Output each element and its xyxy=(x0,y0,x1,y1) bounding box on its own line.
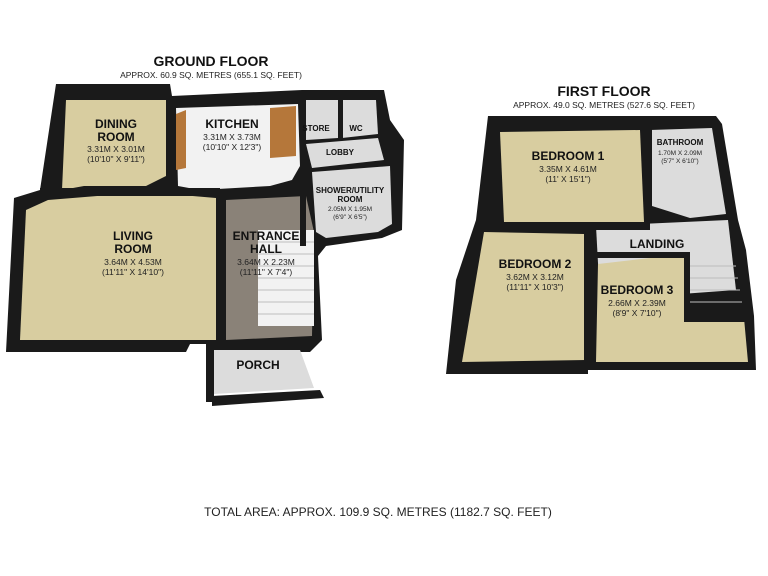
entrance-hall-name-2: HALL xyxy=(250,242,282,256)
living-room-dim-metric: 3.64M X 4.53M xyxy=(104,257,162,267)
shower-room-label: SHOWER/UTILITY ROOM 2.05M X 1.95M (6'9" … xyxy=(316,186,385,221)
bedroom-2-label: BEDROOM 2 3.62M X 3.12M (11'11" X 10'3") xyxy=(499,257,572,292)
entrance-hall-name: ENTRANCE xyxy=(233,229,300,243)
entrance-hall-dim-metric: 3.64M X 2.23M xyxy=(237,257,295,267)
first-floor-area: APPROX. 49.0 SQ. METRES (527.6 SQ. FEET) xyxy=(513,100,695,110)
living-room-name-2: ROOM xyxy=(114,242,151,256)
store-name: STORE xyxy=(302,124,330,133)
bathroom-label: BATHROOM 1.70M X 2.09M (5'7" X 6'10") xyxy=(657,138,704,165)
wc-floor xyxy=(342,100,378,138)
shower-room-name-2: ROOM xyxy=(338,195,363,204)
shower-room-dim-metric: 2.05M X 1.95M xyxy=(328,206,372,213)
ground-floor-plan xyxy=(6,84,404,406)
bedroom-1-name: BEDROOM 1 xyxy=(532,149,605,163)
kitchen-floor xyxy=(176,104,300,190)
kitchen-dim-metric: 3.31M X 3.73M xyxy=(203,132,261,142)
dining-room-dim-imperial: (10'10" X 9'11") xyxy=(87,154,145,164)
entrance-hall-dim-imperial: (11'11" X 7'4") xyxy=(240,267,293,277)
landing-name: LANDING xyxy=(630,237,685,251)
bedroom-1-floor xyxy=(500,130,644,222)
dining-room-dim-metric: 3.31M X 3.01M xyxy=(87,144,145,154)
bedroom-2-name: BEDROOM 2 xyxy=(499,257,572,271)
shower-room-name: SHOWER/UTILITY xyxy=(316,186,385,195)
shower-room-floor xyxy=(312,166,392,238)
bedroom-2-dim-metric: 3.62M X 3.12M xyxy=(506,272,564,282)
bedroom-2-dim-imperial: (11'11" X 10'3") xyxy=(506,282,563,292)
shower-room-dim-imperial: (6'9" X 6'5") xyxy=(333,214,367,221)
kitchen-dim-imperial: (10'10" X 12'3") xyxy=(203,142,262,152)
living-room-name: LIVING xyxy=(113,229,153,243)
living-room-label: LIVING ROOM 3.64M X 4.53M (11'11" X 14'1… xyxy=(102,229,164,277)
ground-floor-title: GROUND FLOOR xyxy=(153,53,268,69)
bathroom-dim-imperial: (5'7" X 6'10") xyxy=(661,158,698,165)
bedroom-1-label: BEDROOM 1 3.35M X 4.61M (11' X 15'1") xyxy=(532,149,605,184)
lobby-name: LOBBY xyxy=(326,148,355,157)
ground-floor-area: APPROX. 60.9 SQ. METRES (655.1 SQ. FEET) xyxy=(120,70,302,80)
bathroom-dim-metric: 1.70M X 2.09M xyxy=(658,150,702,157)
bedroom-3-name: BEDROOM 3 xyxy=(601,283,674,297)
porch-name: PORCH xyxy=(236,358,279,372)
kitchen-label: KITCHEN 3.31M X 3.73M (10'10" X 12'3") xyxy=(203,117,262,152)
living-room-dim-imperial: (11'11" X 14'10") xyxy=(102,267,164,277)
bathroom-floor xyxy=(650,128,726,218)
lobby-floor xyxy=(306,138,384,168)
first-floor-title: FIRST FLOOR xyxy=(557,83,650,99)
dining-room-label: DINING ROOM 3.31M X 3.01M (10'10" X 9'11… xyxy=(87,117,145,164)
living-room-floor xyxy=(20,192,218,340)
bedroom-3-dim-imperial: (8'9" X 7'10") xyxy=(613,308,662,318)
entrance-hall-label: ENTRANCE HALL 3.64M X 2.23M (11'11" X 7'… xyxy=(233,229,300,277)
kitchen-name: KITCHEN xyxy=(205,117,258,131)
first-floor-plan xyxy=(446,116,756,374)
store-floor xyxy=(306,100,338,140)
bedroom-3-floor xyxy=(596,254,748,362)
bedroom-3-label: BEDROOM 3 2.66M X 2.39M (8'9" X 7'10") xyxy=(601,283,674,318)
bedroom-2-floor xyxy=(462,232,586,362)
dining-room-floor xyxy=(62,100,166,190)
wc-name: WC xyxy=(349,124,363,133)
bedroom-3-dim-metric: 2.66M X 2.39M xyxy=(608,298,666,308)
total-area: TOTAL AREA: APPROX. 109.9 SQ. METRES (11… xyxy=(204,505,552,519)
dining-room-name-2: ROOM xyxy=(97,130,134,144)
porch-floor xyxy=(214,350,314,394)
bathroom-name: BATHROOM xyxy=(657,138,704,147)
bedroom-1-dim-imperial: (11' X 15'1") xyxy=(545,174,590,184)
bedroom-1-dim-metric: 3.35M X 4.61M xyxy=(539,164,597,174)
dining-room-name: DINING xyxy=(95,117,137,131)
